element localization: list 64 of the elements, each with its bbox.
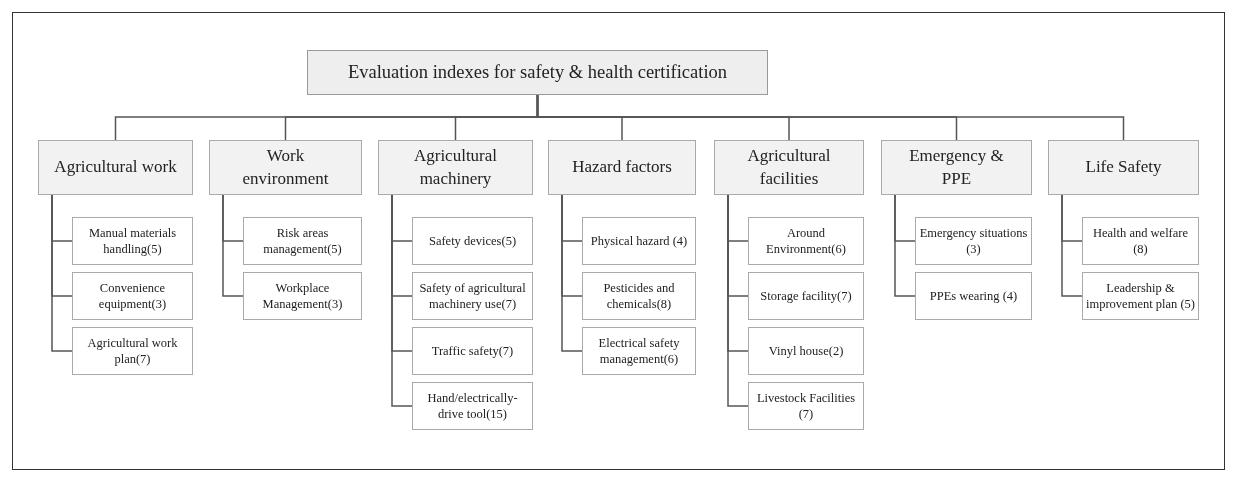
- index-box: [582, 217, 696, 265]
- box-text: Traffic safety(7): [431, 342, 514, 360]
- box-text: Convenience equipment(3): [97, 279, 168, 313]
- index-box: [412, 217, 533, 265]
- index-box: [412, 327, 533, 375]
- index-box: [582, 272, 696, 320]
- index-box: [243, 272, 362, 320]
- box-text: Life Safety: [1085, 156, 1162, 179]
- box-text: Workplace Management(3): [261, 279, 344, 313]
- index-box: [1082, 272, 1199, 320]
- box-text: Vinyl house(2): [768, 342, 844, 360]
- connector-line: [894, 194, 916, 297]
- box-text: Agricultural facilities: [746, 145, 832, 190]
- box-text: Hazard factors: [572, 156, 672, 179]
- index-box: [915, 272, 1032, 320]
- box-text: Electrical safety management(6): [597, 334, 681, 368]
- box-text: Evaluation indexes for safety & health certification: [347, 62, 728, 83]
- connector-line: [727, 194, 749, 407]
- index-box: [915, 217, 1032, 265]
- category-box: [378, 140, 533, 195]
- connector-line: [391, 194, 413, 407]
- index-box: [1082, 217, 1199, 265]
- connector-line: [222, 194, 244, 297]
- box-text: Agricultural work: [54, 156, 177, 179]
- index-box: [748, 217, 864, 265]
- index-box: [582, 327, 696, 375]
- index-box: [72, 272, 193, 320]
- index-box: [72, 327, 193, 375]
- connector-line: [536, 94, 1125, 141]
- connector-line: [561, 194, 583, 352]
- box-text: Hand/electrically-drive tool(15): [426, 389, 519, 423]
- box-text: Safety devices(5): [428, 232, 517, 250]
- index-box: [748, 382, 864, 430]
- box-text: Storage facility(7): [760, 287, 852, 305]
- index-box: [748, 327, 864, 375]
- category-box: [714, 140, 864, 195]
- connector-line: [51, 194, 73, 352]
- box-text: Physical hazard (4): [590, 232, 688, 250]
- box-text: PPEs wearing (4): [929, 287, 1018, 305]
- index-box: [748, 272, 864, 320]
- category-box: [548, 140, 696, 195]
- root-box: [307, 50, 768, 95]
- box-text: Leadership & improvement plan (5): [1086, 279, 1195, 313]
- category-box: [209, 140, 362, 195]
- box-text: Manual materials handling(5): [87, 224, 178, 258]
- box-text: Around Environment(6): [765, 224, 847, 258]
- box-text: Agricultural machinery: [412, 145, 499, 190]
- box-text: Health and welfare (8): [1091, 224, 1190, 258]
- category-box: [881, 140, 1032, 195]
- box-text: Emergency situations (3): [919, 224, 1028, 258]
- connector-line: [1061, 194, 1083, 297]
- box-text: Pesticides and chemicals(8): [602, 279, 676, 313]
- category-box: [1048, 140, 1199, 195]
- index-box: [412, 382, 533, 430]
- box-text: Emergency & PPE: [908, 145, 1005, 190]
- box-text: Livestock Facilities (7): [755, 389, 857, 423]
- box-text: Safety of agricultural machinery use(7): [418, 279, 527, 313]
- box-text: Risk areas management(5): [262, 224, 343, 258]
- category-box: [38, 140, 193, 195]
- box-text: Work environment: [241, 145, 330, 190]
- index-box: [72, 217, 193, 265]
- index-box: [243, 217, 362, 265]
- box-text: Agricultural work plan(7): [86, 334, 179, 368]
- index-box: [412, 272, 533, 320]
